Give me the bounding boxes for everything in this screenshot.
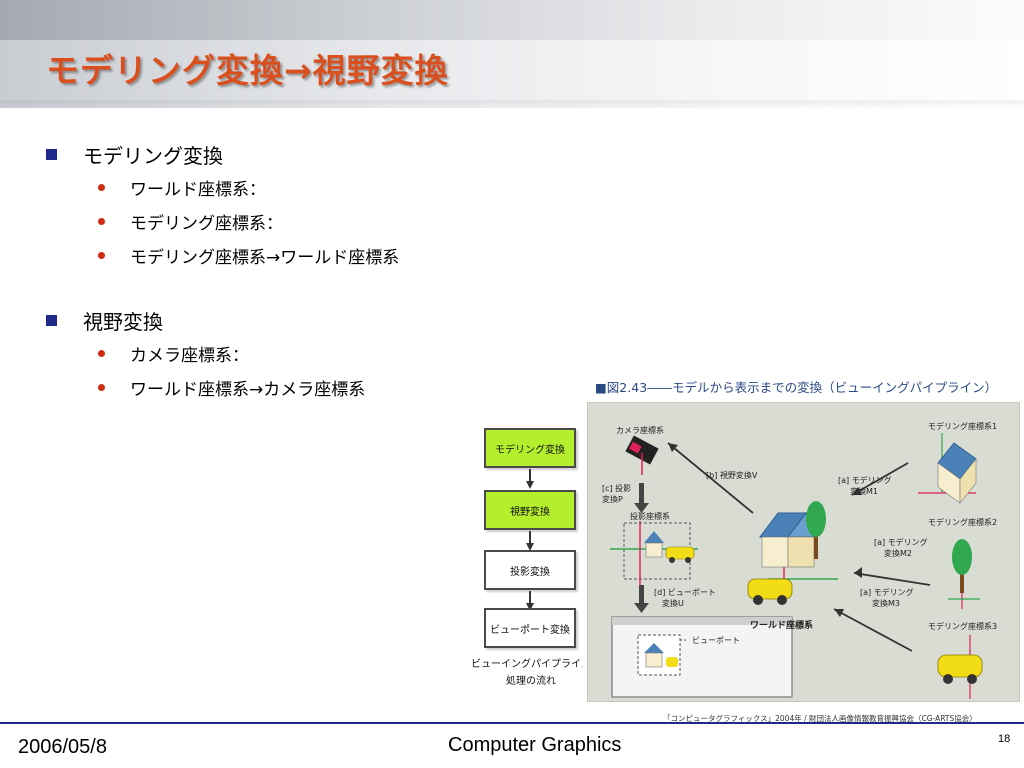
sub-bullet: カメラ座標系：: [46, 336, 566, 370]
projection-box: [623, 522, 691, 580]
down-arrow-icon: [526, 591, 534, 611]
sub-bullet-label: モデリング座標系：: [130, 213, 283, 234]
flow-step-view: 視野変換: [484, 490, 576, 530]
footer-date: 2006/05/8: [18, 736, 107, 758]
figure-label: カメラ座標系: [616, 426, 664, 435]
header-band: [0, 0, 1024, 108]
figure-label: [a] モデリング: [838, 476, 892, 485]
sub-bullet: モデリング座標系：: [46, 204, 566, 238]
projection-arrow: [639, 483, 644, 505]
figure-label: 変換P: [602, 495, 623, 504]
figure-label: 変換M1: [850, 487, 878, 496]
figure-label: 投影座標系: [630, 512, 670, 521]
sub-bullet: モデリング座標系→ワールド座標系: [46, 238, 566, 272]
figure-label: ワールド座標系: [750, 621, 814, 631]
footer-divider: [0, 722, 1024, 724]
camera-icon: [625, 435, 659, 475]
dot-bullet-icon: [98, 183, 105, 191]
view-arrow: [667, 442, 754, 514]
figure-label: [a] モデリング: [874, 538, 928, 547]
dot-bullet-icon: [98, 217, 105, 225]
bullet-view: 視野変換: [46, 304, 566, 336]
figure-label: モデリング座標系3: [928, 622, 998, 631]
figure-label: [c] 投影: [602, 484, 632, 493]
figure-illustration: [610, 433, 983, 699]
bullet-label: モデリング変換: [83, 143, 223, 168]
figure-credit: 「コンピュータグラフィックス」2004年 / 財団法人画像情報教育振興協会（CG…: [663, 714, 977, 723]
flow-caption-line: ビューイングパイプライン: [471, 659, 591, 670]
figure-label: 変換M3: [872, 599, 900, 608]
viewing-pipeline-figure: ■図2.43――モデルから表示までの変換（ビューイングパイプライン）: [583, 372, 1024, 730]
figure-label: 変換U: [662, 599, 684, 608]
down-arrow-icon: [526, 469, 534, 489]
dot-bullet-icon: [98, 349, 105, 357]
flow-caption: ビューイングパイプライン 処理の流れ: [466, 656, 596, 690]
sub-bullet-label: カメラ座標系：: [130, 345, 249, 366]
figure-label: [a] モデリング: [860, 588, 914, 597]
sub-bullet: ワールド座標系→カメラ座標系: [46, 370, 566, 404]
figure-label: モデリング座標系2: [928, 518, 998, 527]
sub-bullet: ワールド座標系：: [46, 170, 566, 204]
sub-bullet-label: モデリング座標系→ワールド座標系: [130, 247, 400, 268]
figure-label: [d] ビューポート: [654, 588, 716, 597]
page-number: 18: [998, 733, 1011, 745]
dot-bullet-icon: [98, 383, 105, 391]
flow-step-modeling: モデリング変換: [484, 428, 576, 468]
bullet-label: 視野変換: [83, 309, 163, 334]
figure-title: ■図2.43――モデルから表示までの変換（ビューイングパイプライン）: [595, 380, 998, 395]
bullet-modeling: モデリング変換: [46, 138, 566, 170]
sub-bullet-label: ワールド座標系→カメラ座標系: [130, 379, 366, 400]
viewport-arrow: [639, 585, 644, 605]
figure-label: モデリング座標系1: [928, 422, 998, 431]
flow-caption-line: 処理の流れ: [506, 676, 556, 687]
down-arrow-icon: [526, 531, 534, 551]
figure-label: 変換M2: [884, 549, 912, 558]
square-bullet-icon: [46, 148, 57, 160]
pipeline-flow-diagram: モデリング変換 視野変換 投影変換 ビューポート変換 ビューイングパイプライン …: [466, 424, 591, 694]
figure-label: ビューポート: [692, 636, 740, 645]
flow-step-projection: 投影変換: [484, 550, 576, 590]
dot-bullet-icon: [98, 251, 105, 259]
sub-bullet-label: ワールド座標系：: [130, 179, 266, 200]
figure-panel: カメラ座標系 [b] 視野変換V [c] 投影 変換P 投影座標系 [d] ビュ…: [587, 402, 1020, 702]
slide-title: モデリング変換→視野変換: [46, 51, 449, 90]
square-bullet-icon: [46, 314, 57, 326]
figure-label: [b] 視野変換V: [706, 471, 758, 480]
footer-course-title: Computer Graphics: [448, 734, 622, 756]
bullet-list: モデリング変換 ワールド座標系： モデリング座標系： モデリング座標系→ワールド…: [46, 136, 566, 404]
flow-step-viewport: ビューポート変換: [484, 608, 576, 648]
